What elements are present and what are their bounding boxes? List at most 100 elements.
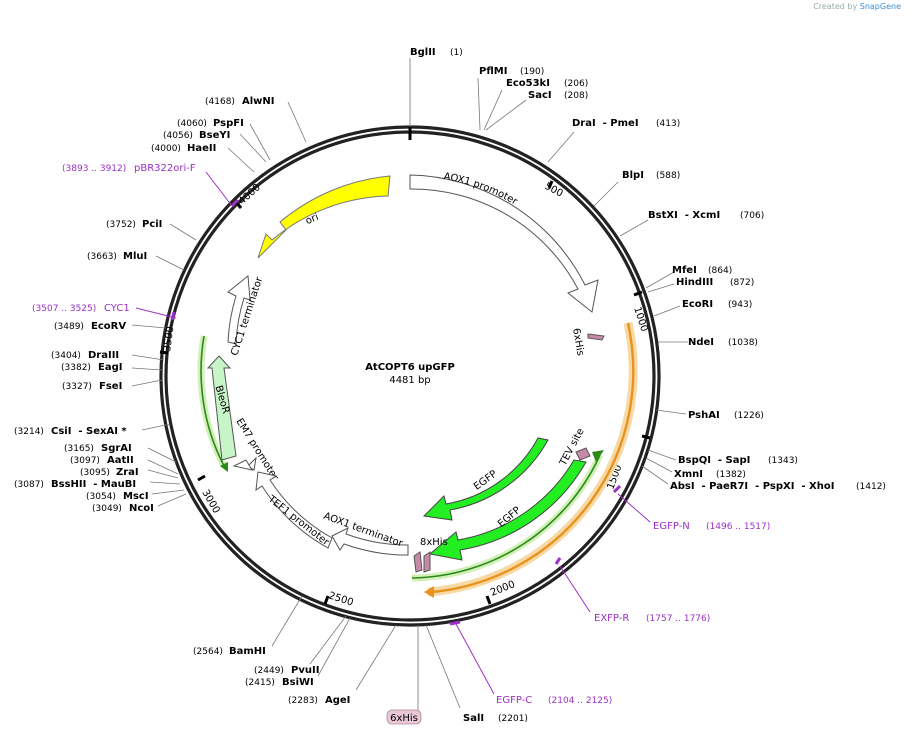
feature-cyc1-terminator[interactable]: CYC1 terminator [227,275,266,357]
primer-egfp-c-range: (2104 .. 2125) [548,696,612,706]
site-fsei: FseI [99,381,122,392]
egfp-orf-arc [411,450,604,582]
site-ecori: EcoRI [682,299,713,310]
site-agei: AgeI [325,695,350,706]
primer-egfp-n: EGFP-N [653,521,690,532]
site-zrai: ZraI [116,467,139,478]
site-bglii: BglII [410,47,436,58]
primer-exfp-r-range: (1757 .. 1776) [646,614,710,624]
site-msci-pos: (3054) [86,492,116,502]
site-pshai: PshAI [688,410,720,421]
site-mfei: MfeI [672,265,697,276]
site-haeii: HaeII [187,143,216,154]
site-pshai-pos: (1226) [734,411,764,421]
site-blpi: BlpI [622,170,644,181]
his6-bottom-label: 6xHis [390,713,418,724]
site-bsshii-pos: (3087) [14,480,44,490]
site-bspqi-pos: (1343) [768,456,798,466]
bleor-orf-arc [197,335,228,472]
primer-cyc1-range: (3507 .. 3525) [32,304,96,314]
feature-egfp-1[interactable]: EGFP [422,437,549,521]
feature-em7-promoter[interactable]: EM7 promoter [232,417,281,484]
primer-cyc1: CYC1 [104,303,130,314]
feature-8xhis[interactable]: 8xHis [413,537,448,573]
site-leaders [131,58,688,710]
feature-6xhis-inner[interactable]: 6xHis [570,327,605,357]
site-absi-xhoi: AbsI - PaeR7I - PspXI - XhoI [670,481,834,492]
site-labels-left: (3049) NcoI (3054) MscI (3087) BssHII - … [14,96,275,514]
feature-aox1-terminator[interactable]: AOX1 terminator [322,511,409,556]
site-aatii-pos: (3097) [70,456,100,466]
site-ncoi: NcoI [129,503,154,514]
site-eco53ki-pos: (206) [564,79,588,89]
tick-3500: 3500 [162,326,176,353]
feature-ori[interactable]: ori [257,175,391,259]
orf-arc [424,322,638,598]
site-saci: SacI [528,90,552,101]
site-bsiwi: BsiWI [282,677,314,688]
plasmid-size: 4481 bp [389,375,430,386]
site-ecori-pos: (943) [728,300,752,310]
site-bsshii-maubi: BssHII - MauBI [51,479,136,490]
site-bseyi: BseYI [199,130,230,141]
primer-egfp-c: EGFP-C [496,695,532,706]
site-pflmi: PflMI [479,66,507,77]
site-bsiwi-pos: (2415) [245,678,275,688]
site-bglii-pos: (1) [450,48,463,58]
site-pspfi: PspFI [213,118,244,129]
site-hindiii-pos: (872) [730,278,754,288]
site-alwni: AlwNI [242,96,275,107]
6xhis-inner-label: 6xHis [570,327,586,356]
site-drai-pos: (413) [656,119,680,129]
primer-marks [170,198,622,626]
site-saci-pos: (208) [564,91,588,101]
site-bstxi-pos: (706) [740,211,764,221]
primer-leaders [135,171,651,695]
feature-tef1-promoter[interactable]: TEF1 promoter [255,471,333,549]
site-pspfi-pos: (4060) [177,119,207,129]
site-drai-pmei: DraI - PmeI [572,118,639,129]
site-bseyi-pos: (4056) [163,131,193,141]
site-blpi-pos: (588) [656,171,680,181]
site-hindiii: HindIII [676,277,713,288]
site-mfei-pos: (864) [708,266,732,276]
site-pcii-pos: (3752) [106,220,136,230]
site-ecorv-pos: (3489) [54,322,84,332]
snapgene-credit: Created by SnapGene [813,2,901,11]
site-msci: MscI [123,491,149,502]
site-pvuii-pos: (2449) [254,666,284,676]
feature-bleor[interactable]: BleoR [206,355,237,461]
site-sali: SalI [463,713,484,724]
site-aatii: AatII [107,455,134,466]
site-eco53ki: Eco53kI [506,78,550,89]
his6-bottom-badge: 6xHis [386,709,422,725]
site-xmni-pos: (1382) [716,470,746,480]
site-pvuii: PvuII [291,665,319,676]
site-zrai-pos: (3095) [80,468,110,478]
credit-text: Created by [813,2,858,11]
site-pflmi-pos: (190) [520,67,544,77]
site-ndei: NdeI [688,337,714,348]
site-ncoi-pos: (3049) [92,504,122,514]
site-absi-pos: (1412) [856,482,886,492]
tick-1000: 1000 [631,306,649,334]
primer-pbr322ori-f-range: (3893 .. 3912) [62,164,126,174]
site-bstxi-xcmi: BstXI - XcmI [648,210,720,221]
site-bspqi-sapi: BspQI - SapI [678,455,750,466]
site-bamhi: BamHI [229,646,266,657]
site-labels-bottom: SalI (2201) (2283) AgeI (2415) BsiWI (24… [193,646,528,725]
site-sgrai: SgrAI [101,443,132,454]
site-xmni: XmnI [674,469,703,480]
site-sali-pos: (2201) [498,714,528,724]
site-haeii-pos: (4000) [151,144,181,154]
primer-pbr322ori-f: pBR322ori-F [134,163,196,174]
site-sgrai-pos: (3165) [64,444,94,454]
site-alwni-pos: (4168) [205,97,235,107]
primer-exfp-r: EXFP-R [594,613,629,624]
site-eagi-pos: (3382) [61,363,91,373]
svg-text:ori: ori [304,212,320,227]
primer-egfp-n-range: (1496 .. 1517) [706,522,770,532]
site-csii-pos: (3214) [14,427,44,437]
site-ecorv: EcoRV [91,321,126,332]
site-mlui: MluI [123,251,147,262]
